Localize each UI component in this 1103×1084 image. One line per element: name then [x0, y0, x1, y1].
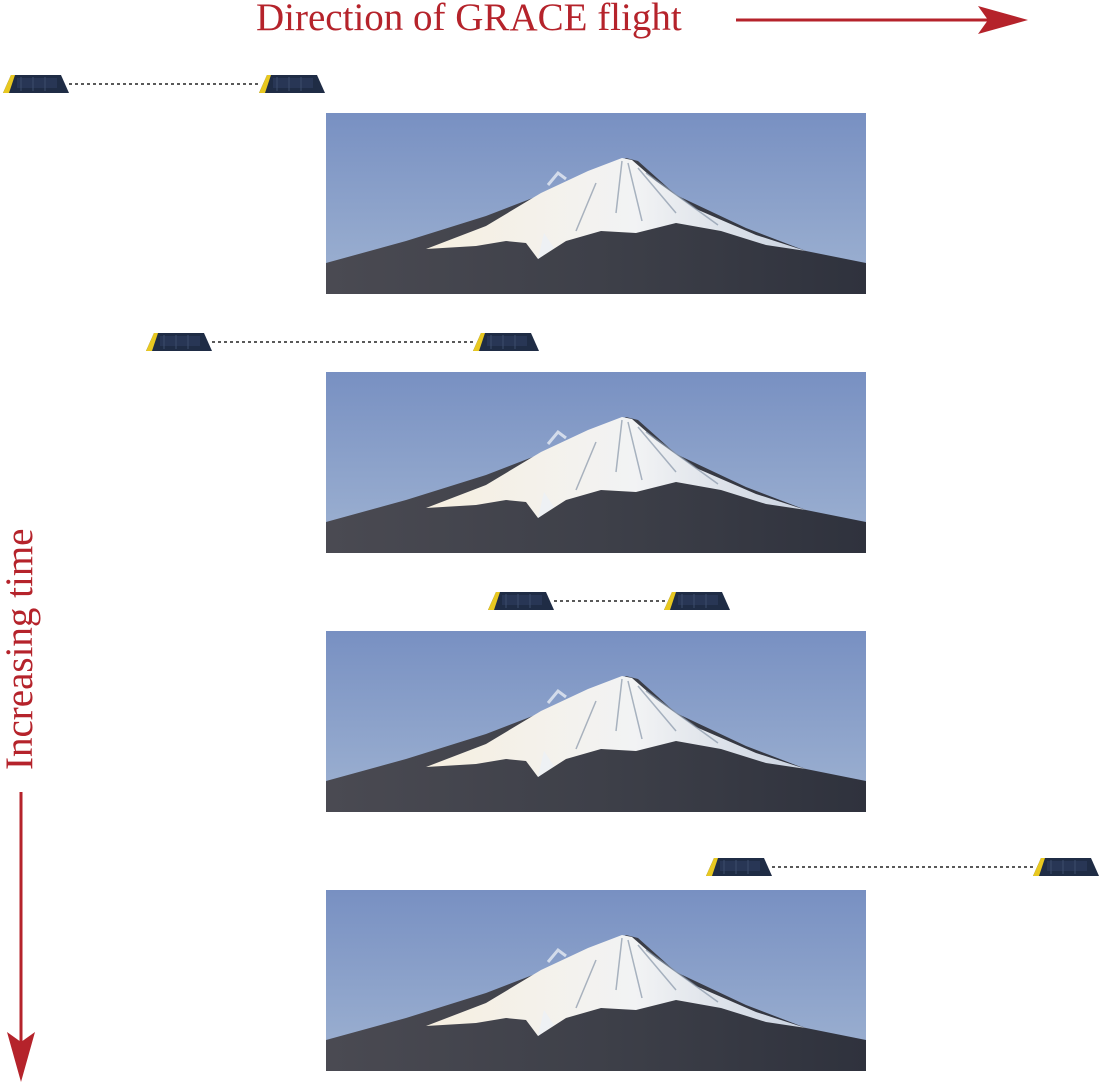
- mountain-icon: [326, 631, 866, 812]
- time-axis-arrow: [7, 792, 35, 1082]
- satellite-icon: [1033, 857, 1099, 877]
- satellite-pair-3: [488, 589, 730, 613]
- satellite-icon: [664, 591, 730, 611]
- satellite-icon: [473, 332, 539, 352]
- mountain-icon: [326, 890, 866, 1071]
- satellite-pair-1: [3, 72, 325, 96]
- mountain-icon: [326, 113, 866, 294]
- satellite-pair-2: [146, 330, 539, 354]
- satellite-icon: [259, 74, 325, 94]
- flight-direction-label: Direction of GRACE flight: [256, 0, 682, 39]
- flight-direction-arrow: [736, 6, 1028, 34]
- time-axis-label: Increasing time: [0, 528, 41, 770]
- mountain-icon: [326, 372, 866, 553]
- mountain-scene-3: [326, 631, 866, 812]
- satellite-icon: [706, 857, 772, 877]
- satellite-pair-4: [706, 855, 1099, 879]
- satellite-icon: [3, 74, 69, 94]
- satellite-icon: [146, 332, 212, 352]
- mountain-scene-1: [326, 113, 866, 294]
- mountain-scene-2: [326, 372, 866, 553]
- satellite-icon: [488, 591, 554, 611]
- mountain-scene-4: [326, 890, 866, 1071]
